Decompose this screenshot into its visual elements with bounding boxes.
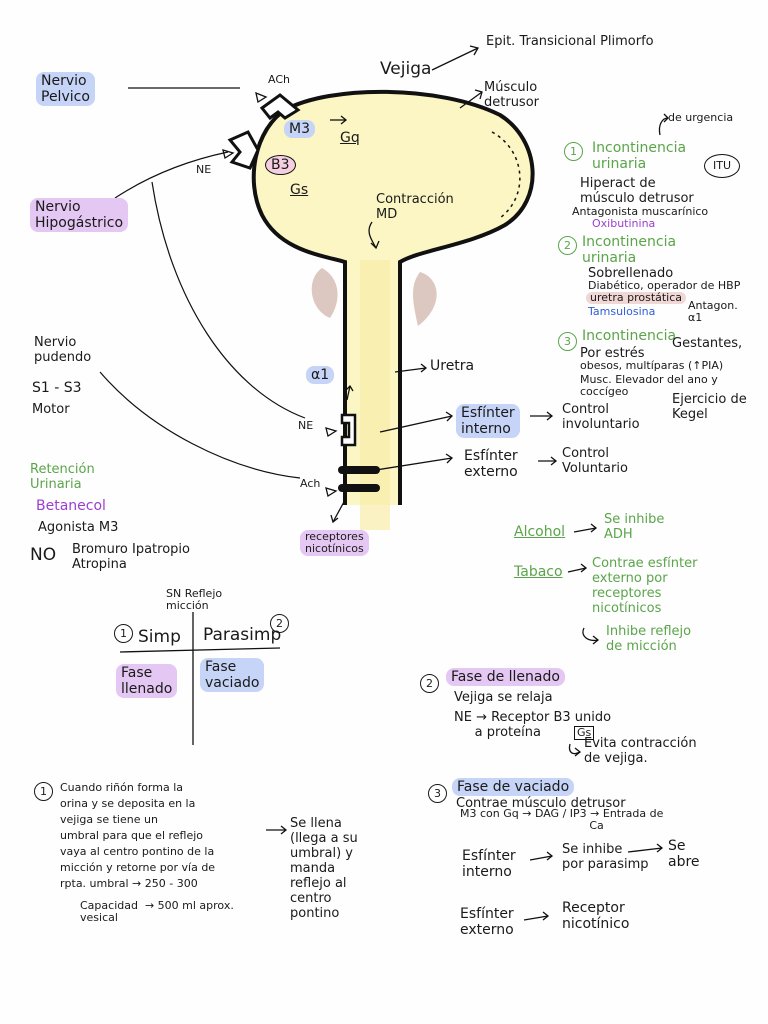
sn-fase-vaciado: Fase vaciado [200, 658, 265, 692]
receptor-nicotinico: Receptor nicotínico [562, 900, 630, 932]
vaciado-esfinter-externo: Esfínter externo [460, 906, 514, 938]
s1-s3-label: S1 - S3 [32, 380, 82, 396]
sn-table-hline [119, 647, 281, 653]
ejercicio-kegel-label: Ejercicio de Kegel [672, 392, 747, 422]
esfinter-interno-label: Esfínter interno [456, 404, 520, 438]
contrae-musculo: Contrae músculo detrusor [456, 796, 626, 811]
nervio-pudendo-line [99, 371, 301, 479]
sn-col-simp: Simp [138, 627, 181, 647]
nervio-hipogastrico-line [114, 151, 229, 199]
nervio-pelvico-label: Nervio Pelvico [36, 72, 95, 106]
retencion-title: Retención Urinaria [30, 462, 95, 492]
sn-fase-llenado: Fase llenado [116, 664, 178, 698]
vejiga-se-relaja: Vejiga se relaja [454, 690, 553, 705]
alcohol-label: Alcohol [514, 524, 566, 540]
gs-box: Gs [574, 726, 595, 740]
incontinencia-title-2: Incontinencia urinaria [582, 234, 677, 266]
gestantes-label: Gestantes, [672, 336, 743, 351]
se-llena-label: Se llena (llega a su umbral) y manda ref… [290, 816, 358, 921]
contrae-esfinter-label: Contrae esfínter externo por receptores … [592, 556, 698, 616]
prostate-right-lobe [413, 272, 437, 326]
prostate-left-lobe [311, 268, 338, 318]
cuando-text: Cuando riñón forma la orina y se deposit… [60, 781, 216, 890]
sn-number-2: 2 [270, 614, 289, 633]
sn-title: SN Reflejo micción [166, 587, 223, 612]
ne-receptor-b3: NE → Receptor B3 unido a proteína [454, 710, 612, 740]
betanecol-label: Betanecol [36, 498, 106, 514]
capacidad-vesical: Capacidad → 500 ml aprox. vesical [80, 899, 234, 924]
se-inhibe-parasimp: Se inhibe por parasimp [562, 842, 649, 872]
gq-label: Gq [340, 130, 360, 146]
diabetico-label: Diabético, operador de HBP [588, 279, 741, 292]
incontinencia-number-3: 3 [558, 332, 577, 351]
sn-number-1: 1 [114, 624, 133, 643]
de-urgencia-label: de urgencia [668, 111, 734, 124]
musc-label: Musc. Elevador del ano y coccígeo [580, 373, 718, 398]
ne-receptor-top [227, 130, 260, 170]
vaciado-esfinter-interno: Esfínter interno [462, 848, 516, 880]
vejiga-label: Vejiga [380, 59, 432, 79]
external-sphincter-band-2 [338, 484, 380, 492]
bladder-fill [253, 91, 533, 505]
se-inhibe-adh-label: Se inhibe ADH [604, 512, 665, 542]
cuando-number: 1 [34, 782, 53, 801]
no-label: NO [30, 545, 57, 565]
ne-top-label: NE [196, 163, 212, 176]
external-sphincter-band-1 [338, 466, 380, 474]
detrusor-dashes [491, 131, 521, 219]
uretra-prostatica-label: uretra prostática [586, 292, 687, 304]
bladder-outline-left [251, 108, 347, 505]
obesos-label: obesos, multíparas (↑PIA) [580, 359, 724, 372]
nervio-hipogastrico-label: Nervio Hipogástrico [30, 198, 129, 232]
alpha1-label: α1 [306, 366, 335, 384]
antagon-label: Antagon. α1 [688, 299, 738, 324]
gs-label: Gs [290, 182, 309, 198]
contraccion-label: Contracción MD [376, 192, 454, 222]
sn-col-parasimp: Parasimp [203, 625, 282, 645]
oxibutinina-label: Oxibutinina [592, 217, 656, 230]
por-estres-label: Por estrés [580, 346, 645, 361]
control-involuntario-label: Control involuntario [562, 402, 640, 432]
sobrellenado-label: Sobrellenado [588, 266, 674, 281]
esfinter-externo-label: Esfínter externo [464, 448, 518, 480]
tamsulosina-label: Tamsulosina [588, 305, 656, 318]
b3-label: B3 [265, 155, 296, 175]
fase-llenado-title: Fase de llenado [446, 668, 565, 686]
fase-vaciado-number: 3 [428, 784, 447, 803]
bladder-outline-right [284, 89, 535, 505]
ach-bottom-label: Ach [300, 477, 321, 490]
musculo-detrusor-label: Músculo detrusor [484, 80, 540, 110]
motor-label: Motor [32, 402, 70, 417]
itu-badge: ITU [704, 154, 740, 178]
ne-receptor-sphincter [340, 413, 357, 447]
incontinencia-title-3: Incontinencia [582, 328, 677, 344]
bromuro-label: Bromuro Ipatropio Atropina [72, 542, 190, 572]
incontinencia-title-1: Incontinencia urinaria [592, 140, 687, 172]
fase-llenado-number: 2 [420, 674, 439, 693]
antagonista-label: Antagonista muscarínico [572, 205, 709, 218]
nervio-pudendo-label: Nervio pudendo [34, 335, 92, 365]
ach-top-label: ACh [268, 73, 290, 86]
epit-label: Epit. Transicional Plimorfo [486, 34, 654, 49]
receptores-nicotinicos-label: receptores nicotínicos [300, 530, 369, 556]
incontinencia-number-1: 1 [564, 142, 583, 161]
fase-vaciado-title: Fase de vaciado [452, 778, 575, 796]
inhibe-reflejo-label: Inhibe reflejo de micción [606, 624, 692, 654]
control-voluntario-label: Control Voluntario [562, 446, 628, 476]
ne-bottom-label: NE [298, 419, 314, 432]
m3-gq-dag: M3 con Gq → DAG / IP3 → Entrada de Ca [460, 807, 664, 832]
nervio-hipogastrico-branch [151, 181, 306, 419]
hiperact-label: Hiperact de músculo detrusor [580, 176, 694, 206]
evita-contraccion: Evita contracción de vejiga. [584, 736, 697, 766]
incontinencia-number-2: 2 [558, 236, 577, 255]
ach-receptor-top [259, 93, 301, 121]
tabaco-label: Tabaco [514, 564, 563, 580]
uretra-label: Uretra [430, 358, 475, 374]
m3-label: M3 [284, 120, 315, 138]
se-abre: Se abre [668, 838, 700, 870]
agonista-label: Agonista M3 [38, 520, 119, 535]
